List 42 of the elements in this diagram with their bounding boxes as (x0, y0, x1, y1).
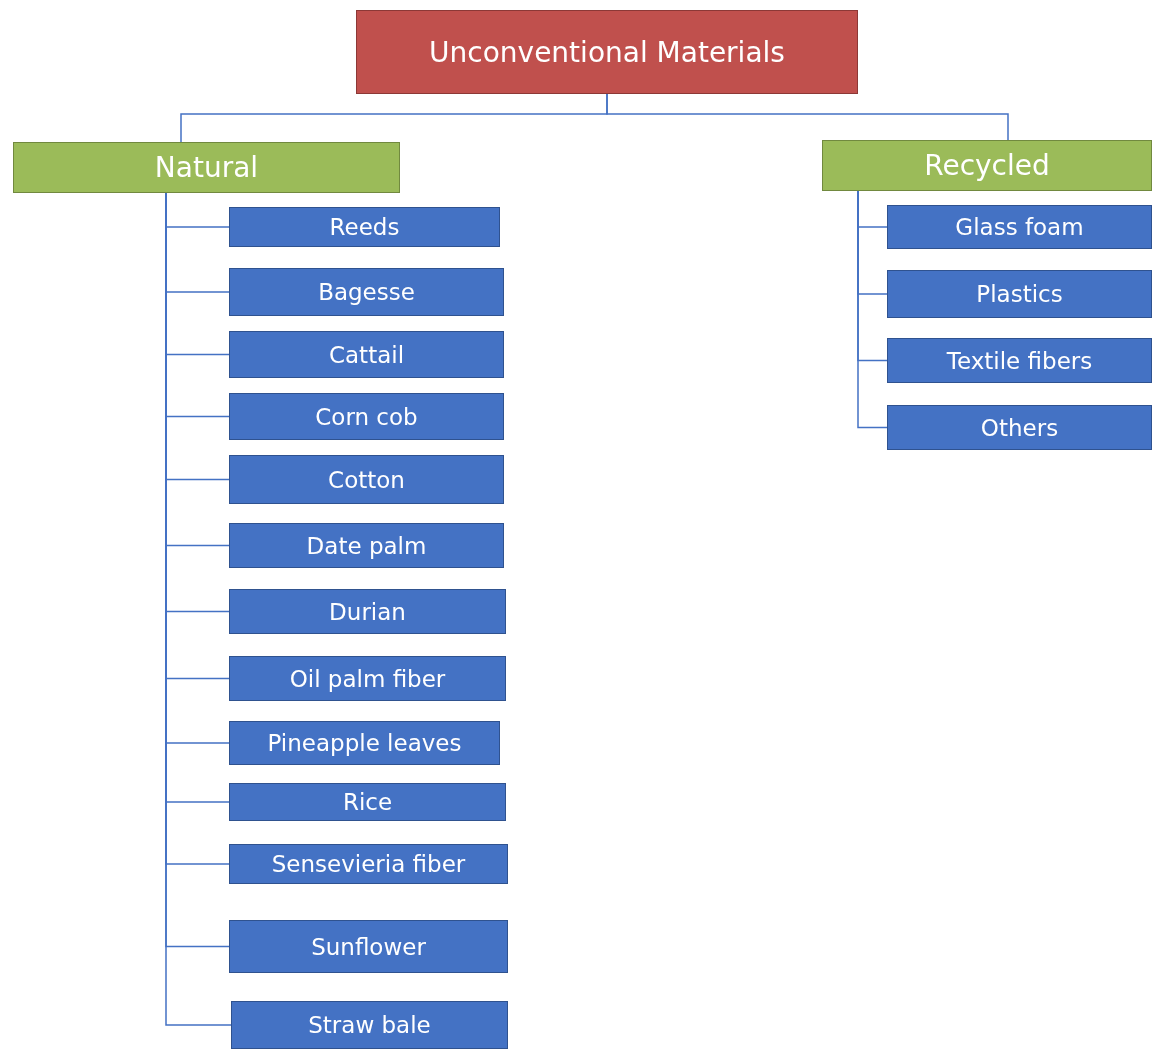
material-box (229, 589, 506, 634)
node-label: Sensevieria fiber (271, 851, 466, 877)
material-box (229, 920, 508, 973)
node-label: Date palm (306, 532, 427, 559)
material-box (229, 844, 508, 884)
node-label: Corn cob (315, 403, 418, 430)
node-label: Durian (329, 598, 406, 625)
material-box (229, 268, 504, 316)
material-box (887, 270, 1152, 318)
node-label: Textile fibers (946, 347, 1093, 374)
material-box (229, 656, 506, 701)
node-label: Others (980, 414, 1059, 441)
material-box (229, 393, 504, 440)
material-box (229, 331, 504, 378)
material-box (231, 1001, 508, 1049)
node-label: Straw bale (308, 1012, 431, 1038)
node-label: Oil palm fiber (289, 665, 446, 692)
node-label: Glass foam (955, 214, 1084, 240)
category-box (13, 142, 400, 193)
connector-line (857, 190, 888, 429)
node-label: Rice (342, 789, 393, 815)
material-box (229, 207, 500, 247)
material-box (229, 783, 506, 821)
node-label: Recycled (924, 149, 1050, 182)
node-label: Unconventional Materials (429, 35, 785, 69)
node-label: Pineapple leaves (267, 730, 462, 756)
category-box (822, 140, 1152, 191)
node-label: Sunflower (311, 933, 426, 960)
material-box (887, 338, 1152, 383)
material-box (229, 721, 500, 765)
material-box (229, 523, 504, 568)
connector-line (606, 93, 1009, 141)
material-box (887, 205, 1152, 249)
material-box (229, 455, 504, 504)
node-label: Cattail (328, 341, 405, 368)
material-box (887, 405, 1152, 450)
node-label: Plastics (976, 281, 1063, 307)
title-box (356, 10, 858, 94)
node-label: Cotton (328, 466, 405, 493)
node-label: Bagesse (318, 279, 415, 305)
node-label: Reeds (329, 214, 400, 240)
node-label: Natural (154, 151, 259, 184)
